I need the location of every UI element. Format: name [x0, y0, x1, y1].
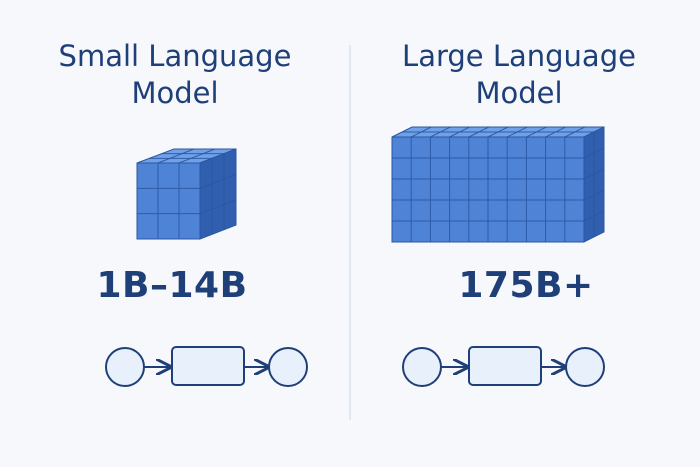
small-model-panel: Small Language Model 1B–14B — [0, 38, 350, 387]
small-model-title-line1: Small Language — [58, 39, 292, 73]
small-cube-side-row-line — [199, 173, 237, 189]
large-model-title-line2: Model — [475, 76, 563, 110]
large-cube-grid — [392, 126, 605, 242]
small-model-title-line2: Model — [131, 76, 219, 110]
large-flow-input-node — [402, 347, 442, 387]
small-cube-top-col-line — [178, 148, 216, 164]
large-model-parameter-range: 175B+ — [458, 265, 594, 306]
large-flow-output-node — [565, 347, 605, 387]
small-flow-output-node — [268, 347, 308, 387]
large-model-flow-diagram — [402, 346, 605, 387]
large-model-panel: Large Language Model 175B+ — [350, 0, 700, 467]
large-flow-process-node — [468, 346, 542, 386]
small-cube-side-row-line — [199, 199, 237, 215]
small-model-flow-diagram — [105, 346, 308, 387]
large-cube-block-icon — [391, 126, 605, 243]
panel-divider — [349, 45, 351, 420]
small-flow-input-node — [105, 347, 145, 387]
small-model-title: Small Language Model — [0, 38, 350, 112]
small-cube-block-icon — [136, 148, 237, 240]
large-model-title-line1: Large Language — [402, 39, 636, 73]
small-model-parameter-range: 1B–14B — [96, 265, 248, 306]
small-cube-top-col-line — [157, 148, 195, 164]
small-flow-process-node — [171, 346, 245, 386]
small-cube-grid — [137, 148, 237, 239]
large-model-title: Large Language Model — [344, 38, 694, 112]
